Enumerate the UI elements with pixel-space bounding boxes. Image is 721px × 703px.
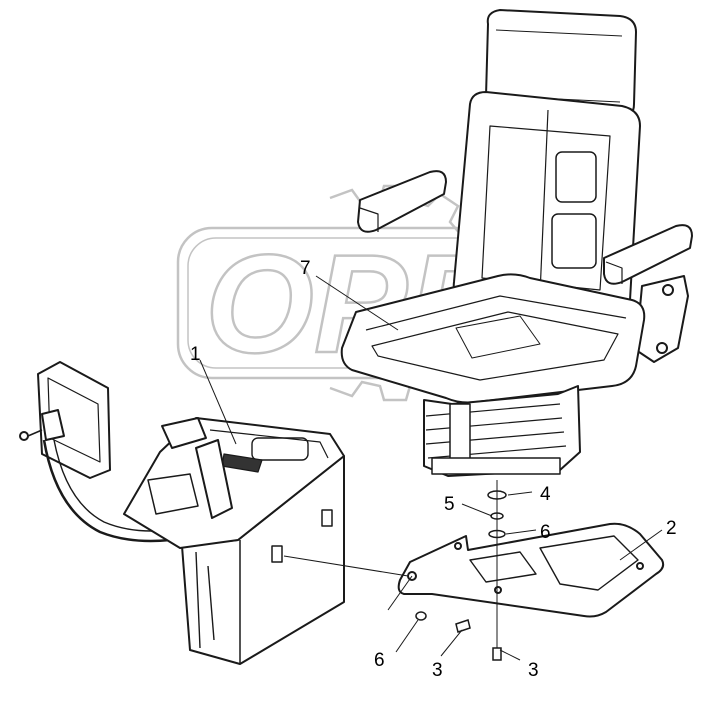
callout-3a: 3 (432, 660, 443, 681)
callout-5: 5 (444, 494, 455, 515)
callout-6a: 6 (540, 522, 551, 543)
callout-labels: 1 2 3 3 4 5 6 6 7 (190, 258, 677, 681)
callout-6b: 6 (374, 650, 385, 671)
leader-5 (461, 503, 493, 517)
part-6-washer-lower (415, 611, 427, 621)
leader-4 (507, 491, 533, 496)
callout-4: 4 (540, 484, 551, 505)
leader-7 (315, 275, 399, 331)
bolts (455, 619, 502, 661)
leader-6b (395, 619, 419, 653)
callout-7: 7 (300, 258, 311, 279)
leader-3a (440, 629, 463, 657)
control-console (19, 361, 345, 665)
seat-assembly (340, 9, 693, 477)
leader-6a (505, 529, 537, 535)
callout-3b: 3 (528, 660, 539, 681)
leader-1 (199, 359, 237, 445)
callout-1: 1 (190, 344, 201, 365)
leader-3b (499, 649, 521, 661)
leader-2 (619, 529, 663, 561)
bracket-hole-link (387, 575, 413, 611)
mounting-bracket (397, 522, 665, 618)
bolt-vertical (492, 647, 502, 661)
bolt-side (455, 619, 471, 633)
console-to-bracket (283, 555, 409, 577)
callout-2: 2 (666, 518, 677, 539)
leader-lines (199, 275, 663, 661)
